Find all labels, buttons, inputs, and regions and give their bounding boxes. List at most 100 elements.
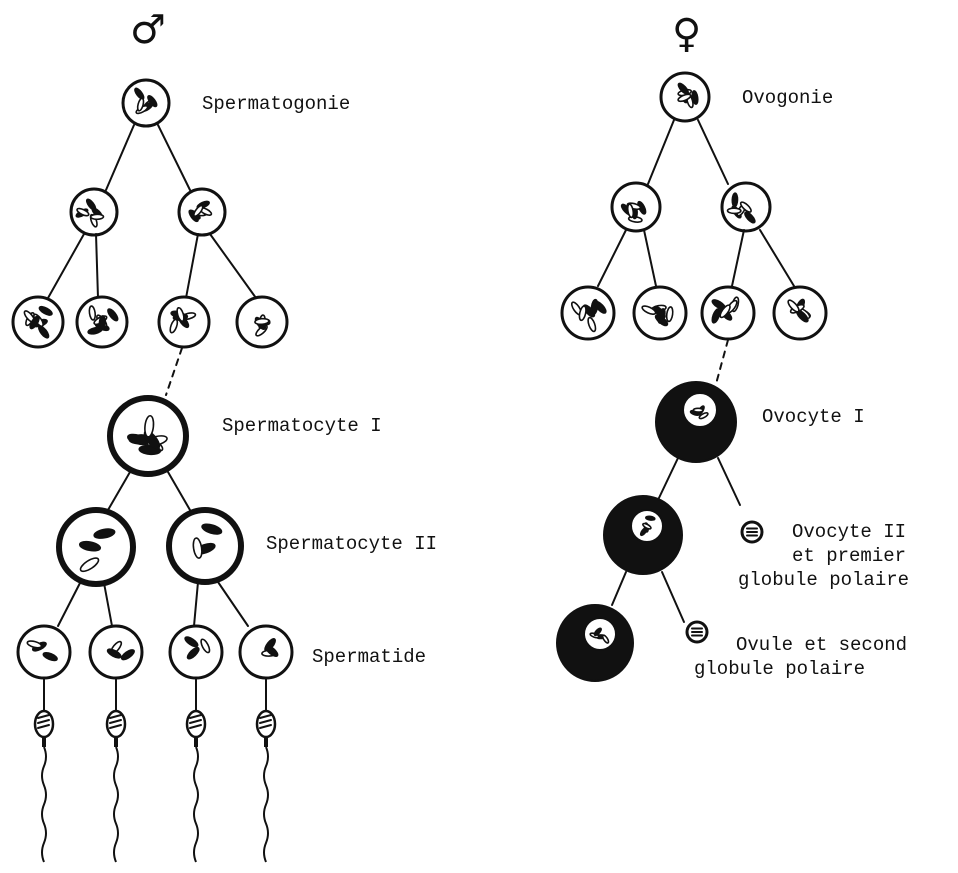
chromosome: [677, 93, 692, 103]
chromosome: [120, 649, 135, 661]
sperm-head-hatch: [189, 724, 202, 729]
chromosome: [192, 537, 203, 559]
chromosome: [106, 648, 122, 659]
chromosome: [89, 213, 105, 221]
chromosome: [698, 412, 709, 420]
connector-line: [717, 457, 741, 506]
label-ovocyte-1: Ovocyte I: [762, 406, 865, 428]
connector-line: [611, 571, 627, 606]
label-ovocyte-2-line1: Ovocyte II: [792, 521, 907, 543]
connector-line: [107, 471, 131, 511]
connector-line: [47, 233, 85, 299]
label-ovocyte-2-line2: et premier: [792, 545, 907, 567]
chromosome: [653, 305, 666, 319]
chromosome: [787, 299, 800, 313]
sperm-head-hatch: [259, 719, 272, 724]
chromosome: [93, 528, 116, 539]
sperm-tail: [41, 746, 47, 863]
chromosome: [107, 308, 119, 322]
connector-line: [217, 581, 249, 627]
chromosome: [147, 94, 158, 108]
chromosome: [744, 211, 756, 224]
chromosome: [692, 407, 704, 413]
sperm-head: [33, 709, 55, 739]
connector-line: [657, 457, 679, 501]
chromosome: [726, 207, 742, 215]
chromosome: [127, 433, 150, 446]
label-spermatide: Spermatide: [312, 646, 427, 668]
chromosome: [626, 203, 635, 219]
connector-line: [57, 582, 81, 627]
label-ovocyte-2-line3: globule polaire: [738, 569, 910, 591]
sperm-head-hatch: [37, 719, 50, 724]
chromosome: [265, 645, 279, 657]
sperm-head: [105, 709, 127, 739]
connector-line: [643, 229, 657, 287]
connector-line: [167, 471, 191, 511]
sperm-midpiece: [194, 737, 198, 747]
connector-line: [647, 119, 675, 185]
connector-line: [105, 124, 135, 191]
chromosome: [594, 300, 607, 314]
sperm-tail: [113, 746, 119, 863]
connector-line: [95, 233, 99, 299]
chromosome: [85, 198, 97, 211]
chromosome: [665, 306, 674, 323]
chromosome: [200, 638, 211, 654]
sperm-midpiece: [114, 737, 118, 747]
chromosome: [587, 316, 597, 333]
chromosome: [201, 523, 223, 535]
chromosome: [193, 204, 204, 217]
sperm-head: [185, 709, 207, 739]
sperm-head-hatch: [109, 719, 122, 724]
chromosome: [169, 318, 179, 334]
sperm-head: [255, 709, 277, 739]
chromosome: [144, 414, 155, 438]
female-symbol: ♀: [672, 11, 702, 57]
chromosome: [601, 634, 610, 644]
chromosome: [88, 305, 97, 321]
connector-line: [103, 582, 113, 627]
nucleus: [583, 617, 617, 651]
chromosome: [645, 515, 656, 521]
growth-dashed-line: [715, 339, 729, 385]
sperm-head-hatch: [109, 724, 122, 729]
chromosome: [79, 557, 100, 573]
chromosome: [76, 207, 90, 217]
label-spermatocyte-2: Spermatocyte II: [266, 533, 438, 555]
sperm-head-hatch: [109, 714, 122, 719]
chromosome: [711, 308, 721, 324]
sperm-midpiece: [264, 737, 268, 747]
chromosome: [98, 315, 106, 331]
label-ovule-line2: globule polaire: [694, 658, 866, 680]
chromosome: [38, 325, 50, 339]
connector-line: [209, 233, 257, 299]
sperm-head-hatch: [37, 714, 50, 719]
chromosome: [578, 305, 587, 322]
connector-line: [661, 571, 685, 623]
chromosome: [186, 646, 200, 660]
chromosome: [593, 627, 602, 637]
label-spermatocyte-1: Spermatocyte I: [222, 415, 382, 437]
chromosome: [176, 306, 185, 323]
connector-line: [731, 229, 745, 287]
chromosome: [184, 636, 199, 648]
sperm-tail: [193, 746, 199, 863]
sperm-head-hatch: [189, 714, 202, 719]
connector-line: [157, 124, 191, 191]
connector-line: [759, 229, 795, 287]
sperm-head-hatch: [259, 714, 272, 719]
chromosome: [78, 540, 102, 552]
chromosome: [719, 304, 731, 319]
chromosome: [42, 651, 58, 662]
sperm-tail: [263, 746, 269, 863]
label-spermatogonie: Spermatogonie: [202, 93, 351, 115]
connector-line: [697, 119, 729, 185]
label-ovogonie: Ovogonie: [742, 87, 834, 109]
chromosome: [136, 97, 145, 112]
chromosome: [254, 317, 270, 326]
connector-line: [597, 229, 627, 287]
chromosome: [731, 192, 739, 208]
